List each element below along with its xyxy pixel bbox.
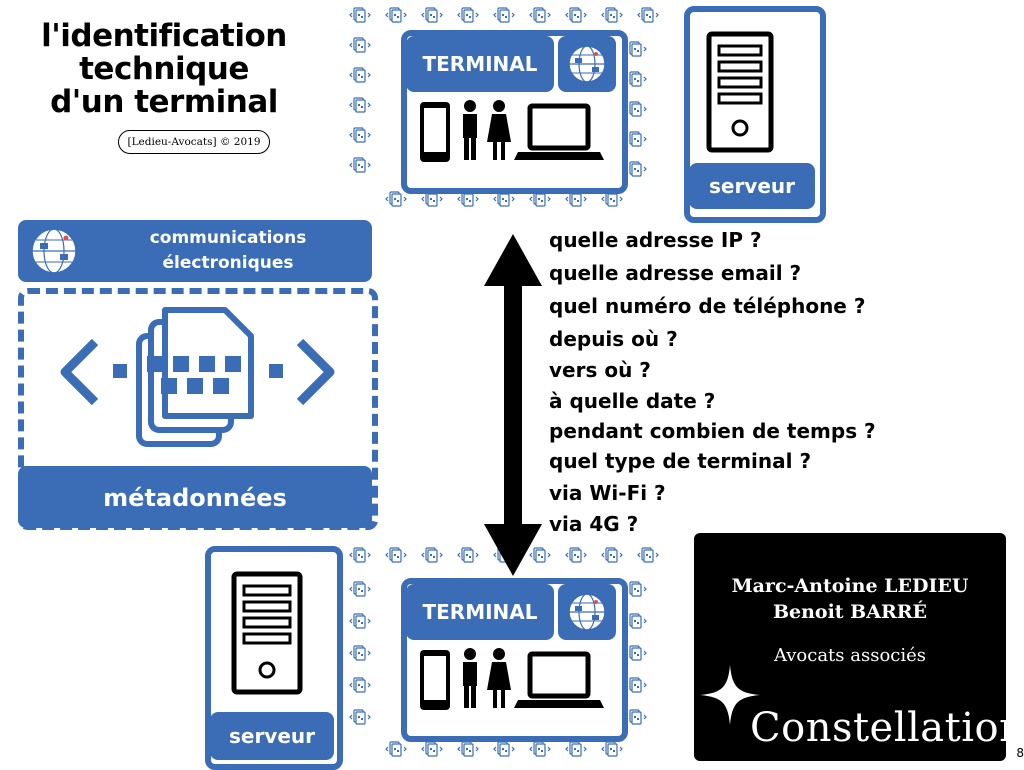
credit-brand: Constellation [750,705,1024,751]
question-wifi: via Wi-Fi ? [549,481,666,505]
laptop-icon [514,651,604,708]
smartphone-icon [420,650,450,710]
globe-network-icon [568,45,606,83]
title-line-2: technique [79,51,249,87]
credit-name-2: Benoit BARRÉ [772,601,928,623]
question-duration: pendant combien de temps ? [549,419,876,443]
comms-header: communications électroniques [18,220,372,282]
terminal-top-globe-box [558,36,616,92]
question-to: vers où ? [549,358,651,382]
terminal-bottom-label: TERMINAL [406,584,554,640]
star-sparkle-icon [700,665,760,725]
question-from: depuis où ? [549,327,678,351]
server-icon [231,571,303,695]
credit-subtitle: Avocats associés [773,645,927,666]
questions-list: quelle adresse IP ? quelle adresse email… [549,228,969,548]
people-icon [463,100,511,160]
server-bottom-label: serveur [210,712,334,760]
terminal-top-devices [420,100,604,162]
terminal-top-label: TERMINAL [406,36,554,92]
smartphone-icon [420,102,450,162]
question-ip: quelle adresse IP ? [549,228,762,252]
terminal-bottom-globe-box [558,584,616,640]
question-terminal-type: quel type de terminal ? [549,449,812,473]
question-date: à quelle date ? [549,389,716,413]
credits-panel: Marc-Antoine LEDIEU Benoit BARRÉ Avocats… [694,533,1024,761]
document-code-icon [60,307,335,447]
globe-network-icon [568,593,606,631]
terminal-bottom-devices [420,648,604,710]
server-top-label: serveur [689,163,815,209]
comms-line-1: communications [149,228,307,248]
page-number: 8 [1016,746,1024,760]
page-title: l'identification technique d'un terminal [14,20,314,119]
metadata-banner: métadonnées [18,466,372,528]
question-phone: quel numéro de téléphone ? [549,294,866,318]
comms-line-2: électroniques [162,253,294,273]
question-email: quelle adresse email ? [549,261,802,285]
title-line-1: l'identification [41,18,287,54]
metadata-label: métadonnées [103,484,287,512]
title-line-3: d'un terminal [50,84,278,120]
copyright-badge: [Ledieu-Avocats] © 2019 [118,130,270,154]
globe-network-icon [31,228,77,274]
double-arrow-icon [484,234,542,576]
question-4g: via 4G ? [549,512,639,536]
laptop-icon [514,103,604,160]
server-icon [706,31,774,153]
credit-name-1: Marc-Antoine LEDIEU [731,575,969,597]
people-icon [463,648,511,708]
